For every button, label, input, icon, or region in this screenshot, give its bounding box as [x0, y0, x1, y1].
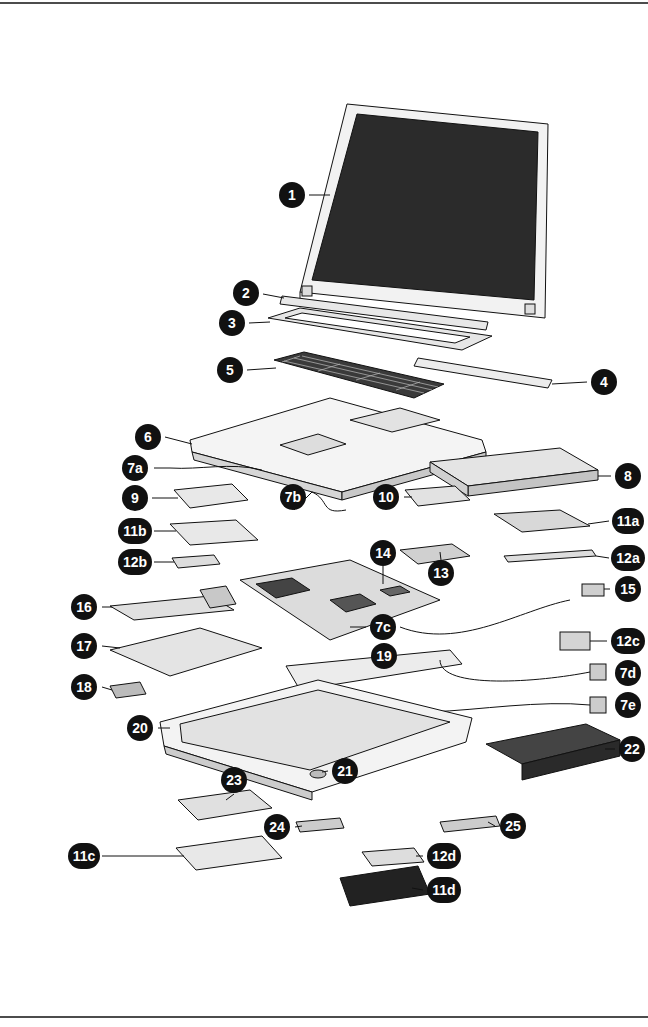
cable [430, 704, 590, 712]
audio-board [560, 632, 590, 650]
callout-number: 23 [221, 767, 247, 793]
callout-number: 24 [264, 814, 290, 840]
callout-number: 25 [500, 813, 526, 839]
callout-number: 11c [68, 843, 101, 869]
board [172, 555, 220, 568]
heat-sink [110, 586, 236, 620]
cover [494, 510, 590, 532]
callout-number: 10 [373, 484, 399, 510]
fan-assembly [110, 628, 262, 676]
callout-number: 1 [279, 182, 305, 208]
board [362, 848, 424, 866]
callout-number: 8 [615, 463, 641, 489]
callout-number: 13 [428, 560, 454, 586]
callout-number: 19 [371, 643, 397, 669]
cover [176, 836, 282, 870]
callout-number: 21 [332, 758, 358, 784]
callout-number: 2 [233, 280, 259, 306]
callout-number: 6 [135, 424, 161, 450]
callout-number: 12d [427, 843, 461, 869]
callout-number: 7a [122, 455, 148, 481]
module [296, 818, 344, 832]
callout-number: 7e [615, 692, 641, 718]
callout-number: 5 [217, 357, 243, 383]
callout-number: 14 [370, 540, 396, 566]
callout-number: 11a [612, 508, 645, 534]
callout-number: 3 [219, 310, 245, 336]
callout-number: 7c [370, 614, 396, 640]
callout-number: 11b [118, 518, 151, 544]
memory-module [440, 816, 500, 832]
callout-number: 12c [611, 628, 644, 654]
callout-number: 4 [591, 369, 617, 395]
cover [340, 866, 430, 906]
callout-number: 16 [71, 594, 97, 620]
battery [486, 724, 620, 780]
top-cover [190, 398, 486, 500]
callout-number: 17 [71, 633, 97, 659]
header-rule [0, 2, 648, 4]
base-enclosure [160, 680, 472, 800]
processor [110, 682, 146, 698]
display-bezel [268, 308, 492, 350]
callout-number: 20 [127, 715, 153, 741]
callout-number: 15 [615, 576, 641, 602]
callout-number: 7d [615, 660, 641, 686]
callout-number: 12a [611, 545, 644, 571]
cable [312, 492, 346, 511]
cover [170, 520, 258, 545]
leader-lines [102, 195, 615, 890]
rtc-battery [310, 770, 326, 778]
system-board [240, 560, 440, 640]
cable [440, 660, 590, 681]
display-assembly [300, 104, 548, 318]
footer-rule [0, 1016, 648, 1018]
hard-drive [178, 790, 272, 820]
module [405, 486, 470, 506]
callout-number: 7b [280, 484, 306, 510]
callout-number: 11d [427, 877, 460, 903]
cable [400, 600, 570, 634]
keyboard [274, 352, 444, 398]
callout-number: 22 [619, 736, 645, 762]
callout-number: 9 [122, 485, 148, 511]
callout-number: 18 [71, 674, 97, 700]
cable [170, 466, 262, 470]
pc-card-assembly [174, 484, 248, 508]
board [504, 550, 596, 562]
callout-number: 12b [118, 549, 152, 575]
connector-board [582, 584, 604, 596]
